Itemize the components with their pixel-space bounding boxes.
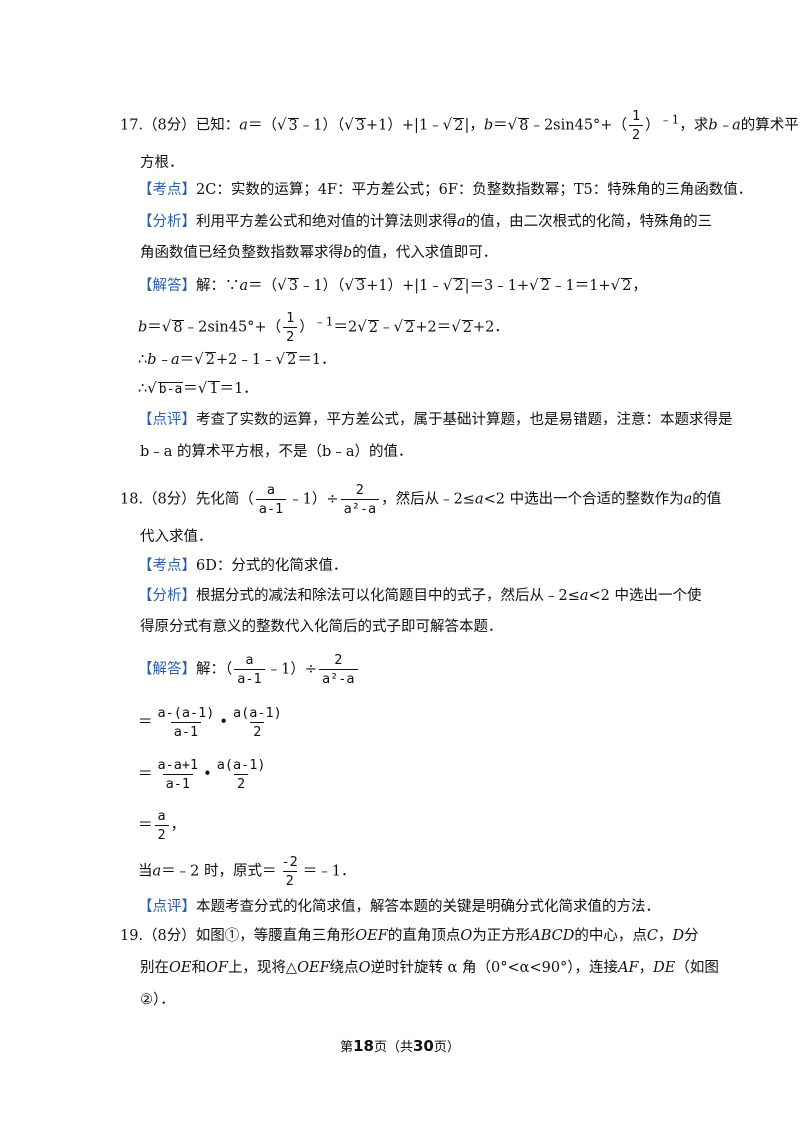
q18-kaodian: 【考点】6D：分式的化简求值． — [138, 558, 348, 574]
q18-line2: 代入求值． — [140, 529, 213, 545]
q17-jieda-line4: ∴√b-a＝√1＝1． — [138, 379, 258, 397]
q17-fenxi: 【分析】利用平方差公式和绝对值的计算法则求得a的值，由二次根式的化简，特殊角的三 — [138, 214, 713, 230]
q17-dianping: 【点评】考查了实数的运算，平方差公式，属于基础计算题，也是易错题，注意：本题求得… — [138, 412, 733, 428]
q17-jieda-line1: 【解答】解：∵a＝（√3﹣1）（√3+1）+|1﹣√2|＝3﹣1+√2﹣1＝1+… — [138, 276, 647, 294]
q17-kaodian: 【考点】2C：实数的运算；4F：平方差公式；6F：负整数指数幂；T5：特殊角的三… — [138, 182, 753, 198]
fraction: a-(a-1)a-1 — [157, 705, 215, 740]
fraction: a(a-1)2 — [216, 757, 266, 792]
q18-fenxi-line2: 得原分式有意义的整数代入化简后的式子即可解答本题． — [140, 619, 503, 635]
page-footer: 第18页（共30页） — [340, 1037, 460, 1055]
q17-jieda-line3: ∴b﹣a＝√2+2﹣1﹣√2＝1． — [138, 350, 336, 368]
q18-dianping: 【点评】本题考查分式的化简求值，解答本题的关键是明确分式化简求值的方法． — [138, 899, 660, 915]
q18-step1: ＝a-(a-1)a-1•a(a-1)2 — [138, 705, 287, 740]
fraction: a(a-1)2 — [232, 705, 282, 740]
q18-fenxi: 【分析】根据分式的减法和除法可以化简题目中的式子，然后从﹣2≤a<2 中选出一个… — [138, 588, 702, 604]
q17-line2: 方根． — [140, 155, 184, 171]
q19-line3: ②）． — [140, 992, 175, 1008]
q17-fenxi-line2: 角函数值已经负整数指数幂求得b的值，代入求值即可． — [140, 245, 498, 261]
q19-line1: 19.（8分）如图①，等腰直角三角形OEF的直角顶点O为正方形ABCD的中心，点… — [120, 928, 699, 944]
page-number: 18 — [353, 1037, 374, 1055]
page-total: 30 — [413, 1037, 434, 1055]
q19-line2: 别在OE和OF上，现将△OEF绕点O逆时针旋转 α 角（0°<α<90°），连接… — [140, 960, 719, 976]
q17-dianping-line2: b﹣a 的算术平方根，不是（b﹣a）的值． — [140, 444, 413, 460]
q17-line1: 17.（8分）已知：a＝（√3﹣1）（√3+1）+|1﹣√2|，b＝√8﹣2si… — [120, 108, 799, 143]
